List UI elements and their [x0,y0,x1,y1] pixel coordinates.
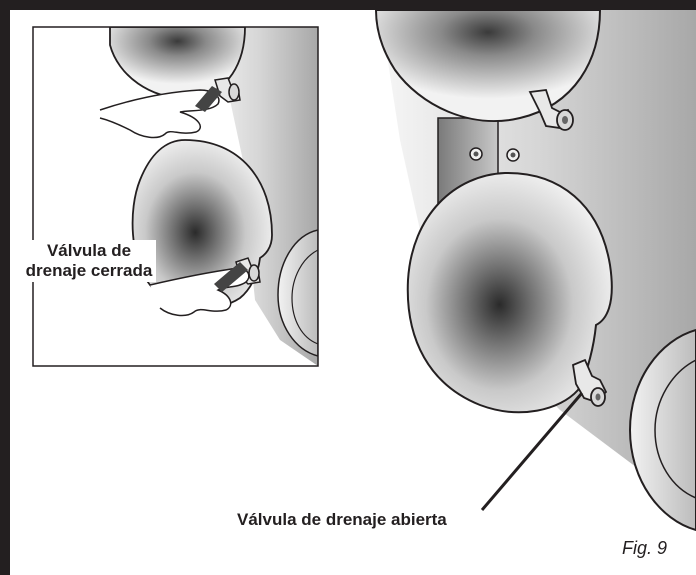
open-valve-label: Válvula de drenaje abierta [233,510,451,530]
figure-caption: Fig. 9 [622,538,667,559]
closed-valve-label: Válvula de drenaje cerrada [22,240,156,282]
open-valve-view [376,10,696,530]
